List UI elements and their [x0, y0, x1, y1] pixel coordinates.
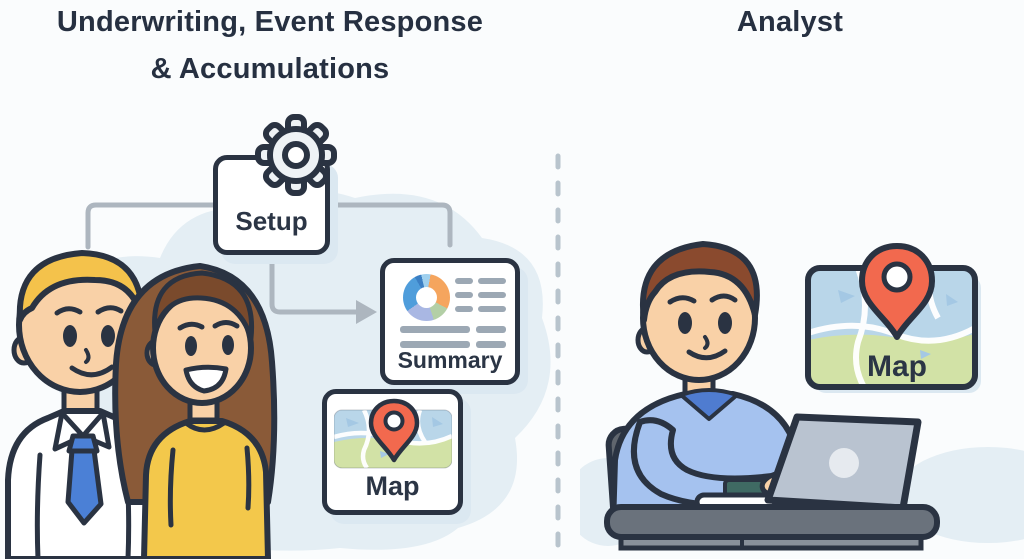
connector-setup-to-summary-side	[269, 252, 359, 315]
tie	[65, 433, 104, 526]
map-node: Map	[322, 389, 463, 515]
left-title-line2: & Accumulations	[150, 53, 390, 85]
analyst-map-label: Map	[867, 350, 927, 383]
map-pin-icon	[368, 398, 420, 463]
desk	[604, 504, 940, 551]
underwriter-woman	[112, 263, 278, 559]
summary-node: Summary	[380, 258, 520, 385]
analyst-person	[610, 241, 802, 529]
setup-node-label: Setup	[235, 206, 308, 236]
flow-connectors	[85, 202, 453, 324]
left-panel-title: Underwriting, Event Response & Accumulat…	[0, 6, 540, 86]
right-panel-title: Analyst	[736, 6, 844, 38]
gear-icon	[255, 114, 337, 196]
connector-people-to-setup	[85, 202, 219, 250]
summary-node-label: Summary	[397, 347, 503, 373]
arrow-right-icon	[356, 300, 377, 324]
panel-divider	[555, 153, 561, 551]
laptop-icon	[764, 413, 922, 512]
map-pin-icon	[859, 243, 935, 340]
analyst-illustration	[604, 241, 940, 551]
left-title-line1: Underwriting, Event Response	[56, 6, 484, 38]
underwriting-people-illustration	[5, 250, 278, 559]
analyst-map-card: Map	[805, 243, 981, 393]
underwriter-man	[5, 250, 159, 559]
connector-setup-to-summary-top	[326, 202, 453, 248]
map-thumbnail	[334, 398, 452, 469]
donut-chart-icon	[403, 274, 450, 321]
map-node-label: Map	[365, 471, 420, 501]
